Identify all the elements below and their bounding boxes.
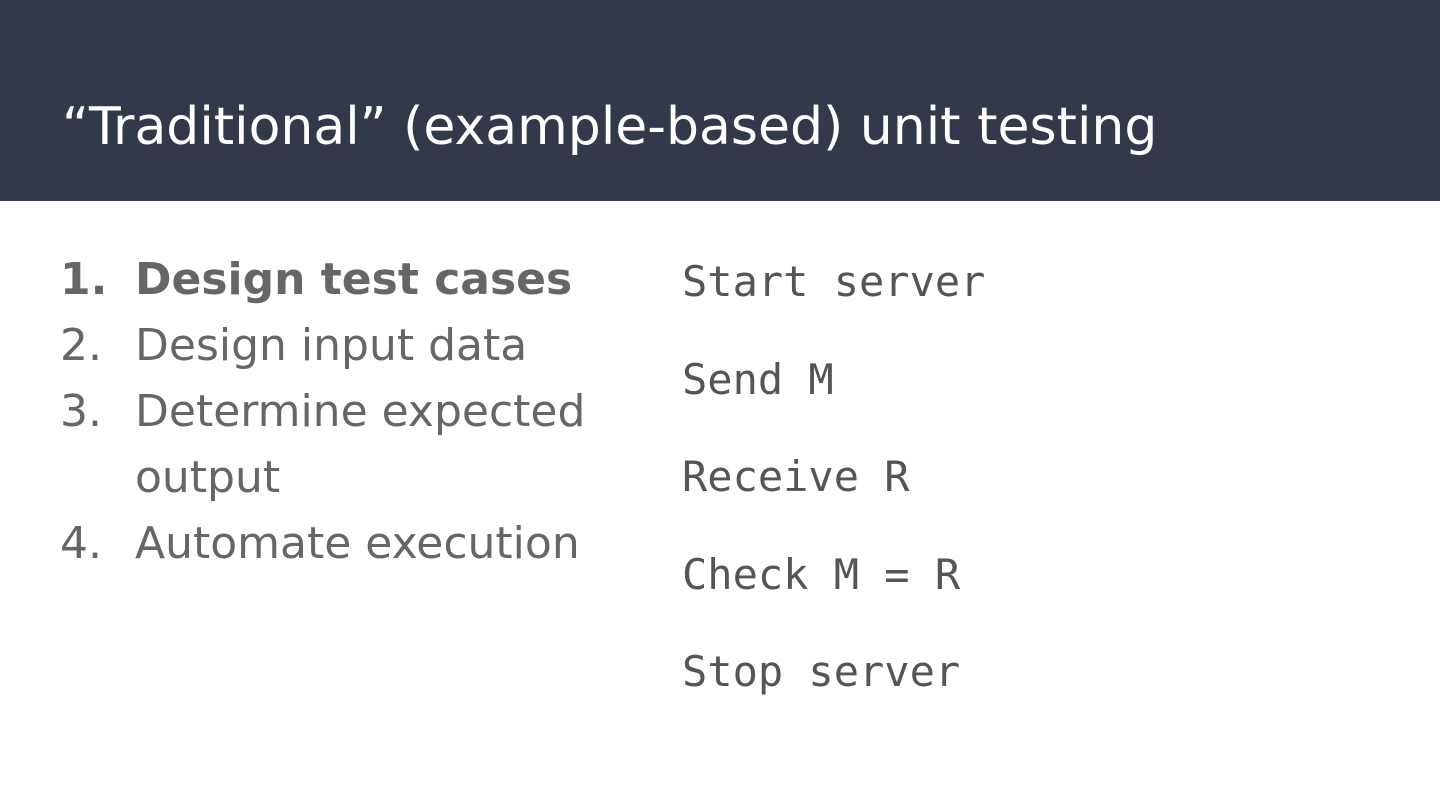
list-item-text: Determine expected output <box>135 386 586 503</box>
slide-title: “Traditional” (example-based) unit testi… <box>62 97 1158 157</box>
list-item-number: 2. <box>60 320 102 371</box>
list-item-number: 4. <box>60 518 102 569</box>
code-steps: Start server Send M Receive R Check M = … <box>682 253 985 741</box>
list-item-text: Design test cases <box>135 254 573 305</box>
code-line: Start server <box>682 257 986 306</box>
code-line: Check M = R <box>682 549 961 599</box>
list-item-text: Design input data <box>135 320 528 371</box>
list-item: 2. Design input data <box>60 313 620 379</box>
list-item: 1. Design test cases <box>60 247 620 313</box>
list-item: 3. Determine expected output <box>60 379 620 511</box>
list-item-text: Automate execution <box>135 518 580 569</box>
code-line: Stop server <box>682 647 961 696</box>
code-line: Send M <box>682 354 834 404</box>
list-item: 4. Automate execution <box>60 511 620 577</box>
title-bar: “Traditional” (example-based) unit testi… <box>0 0 1440 201</box>
list-item-number: 3. <box>60 386 102 437</box>
code-line: Receive R <box>682 452 910 501</box>
list-item-number: 1. <box>60 254 108 305</box>
steps-list: 1. Design test cases 2. Design input dat… <box>60 247 620 577</box>
